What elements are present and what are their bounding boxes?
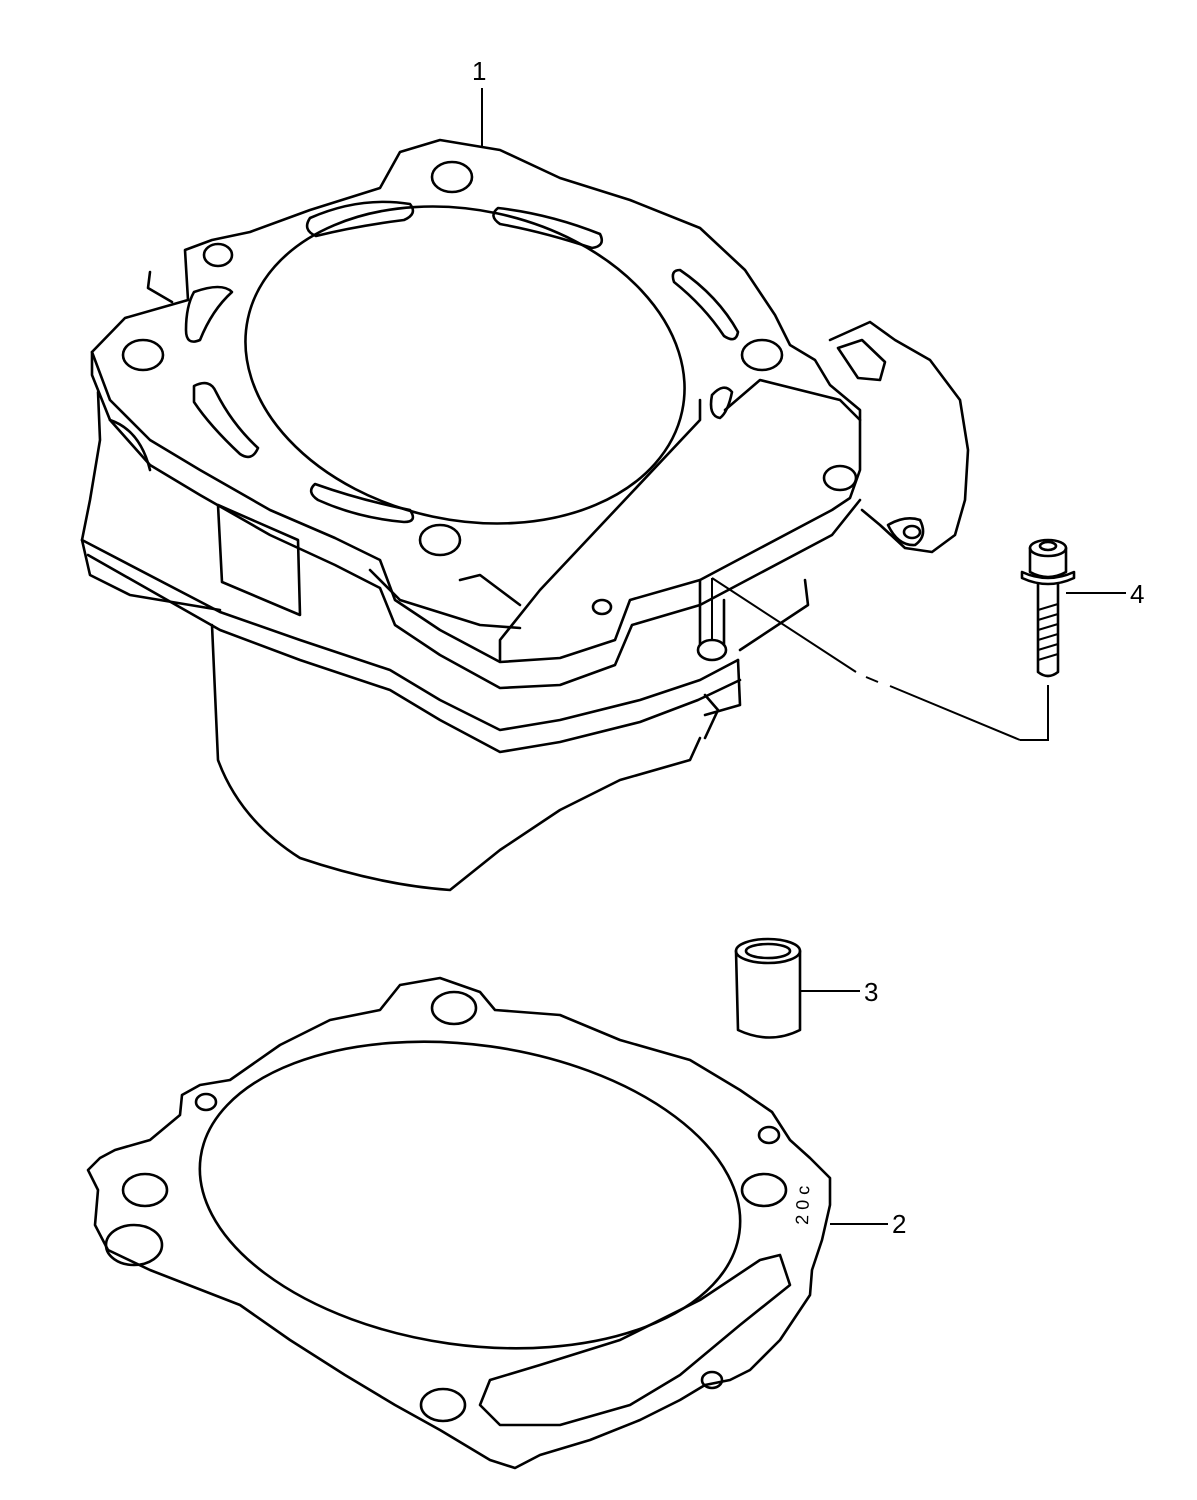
gasket-stamp: 2 0 c xyxy=(792,1185,813,1225)
cylinder-base-gasket: 2 0 c xyxy=(86,976,832,1470)
callout-3: 3 xyxy=(864,977,878,1007)
callout-2: 2 xyxy=(892,1209,906,1239)
cylinder-bolt xyxy=(1020,538,1076,678)
dowel-pin xyxy=(734,937,802,1039)
callout-1: 1 xyxy=(472,56,486,86)
callout-4: 4 xyxy=(1130,579,1144,609)
leader-lines xyxy=(481,88,1126,1225)
cylinder xyxy=(80,138,970,892)
